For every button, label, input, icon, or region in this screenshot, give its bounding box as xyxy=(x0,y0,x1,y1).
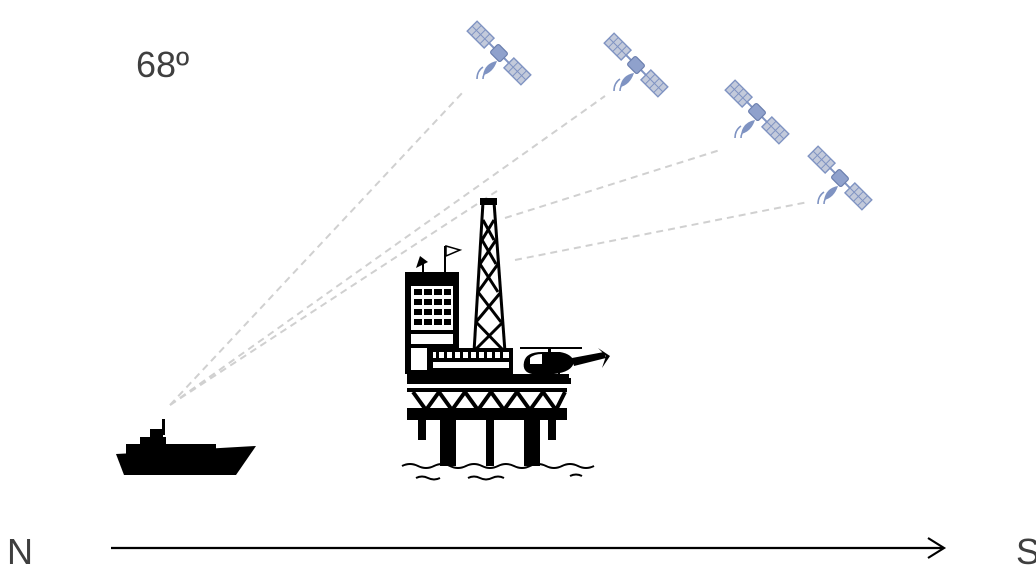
arrow-icon xyxy=(111,538,944,558)
signal-line-5 xyxy=(515,202,808,260)
satellite-icon xyxy=(604,33,668,97)
satellite-icon xyxy=(467,21,531,85)
satellite-icon xyxy=(725,80,789,144)
platform-signal-lines xyxy=(505,150,808,260)
ship-icon xyxy=(116,419,256,475)
signal-line-4 xyxy=(505,150,720,218)
satellite-icon xyxy=(808,146,872,210)
oil-platform-icon xyxy=(402,198,594,480)
